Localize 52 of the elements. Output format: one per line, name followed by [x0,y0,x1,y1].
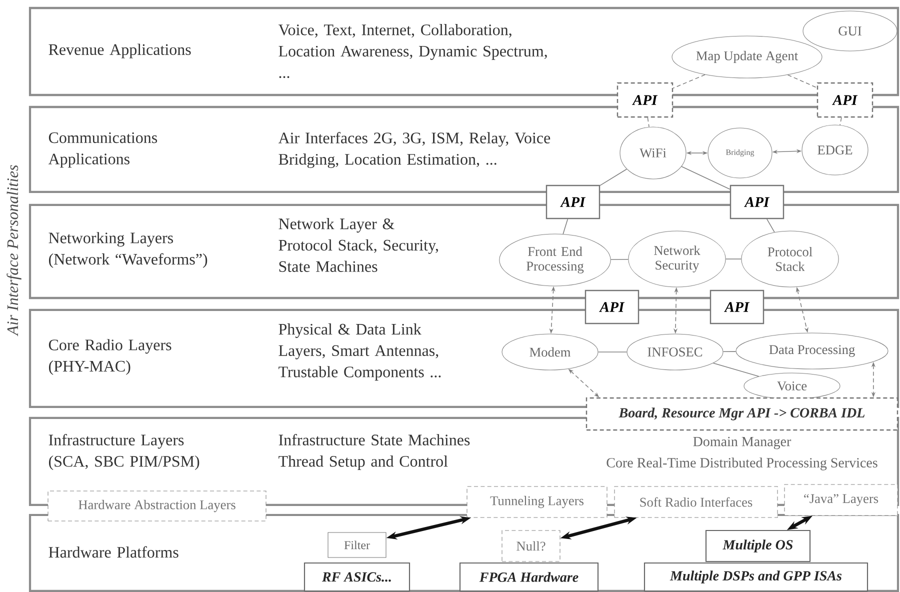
api-box: API [546,184,600,220]
hardware-box: Multiple DSPs and GPP ISAs [644,562,868,592]
connector [722,351,736,352]
service-label: Core Real-Time Distributed Processing Services [606,458,878,470]
layer-box: “Java” Layers [784,484,898,516]
connector [672,74,706,89]
api-box: API [616,82,674,118]
hardware-box: RF ASICs... [304,562,410,592]
layer-description: Infrastructure State Machines Thread Setup and Control [278,434,470,470]
layer-description: Voice, Text, Internet, Collaboration, Location Awareness, Dynamic Spectrum, ... [278,24,547,78]
node-label: GUI [838,26,862,36]
layer-description: Physical & Data Link Layers, Smart Antennas, Trustable Components ... [278,323,441,381]
connector [725,258,742,260]
api-box: API [710,290,764,324]
layer-description: Network Layer & Protocol Stack, Security, State Machines [278,218,438,272]
layer-title: Hardware Platforms [48,546,178,558]
connector [647,117,650,128]
service-label: Domain Manager [693,436,792,450]
layer-title: Infrastructure Layers (SCA, SBC PIM/PSM) [48,434,200,470]
connector [787,74,818,88]
ellipse-node: INFOSEC [626,334,724,370]
ellipse-node: Network Security [628,230,726,288]
ellipse-node: Data Processing [736,332,888,370]
connector [610,259,629,260]
ellipse-node: Protocol Stack [741,230,839,288]
api-box: API [584,290,640,324]
layer-description: Air Interfaces 2G, 3G, ISM, Relay, Voice Bridging, Location Estimation, ... [278,132,550,168]
ellipse-node: EDGE [802,124,868,176]
ellipse-node: WiFi [620,126,686,180]
ellipse-node: Map Update Agent [672,36,822,78]
connector [840,117,842,126]
ellipse-node: Voice [744,372,840,400]
vertical-label: Air Interface Personalities [6,165,22,336]
connector [562,218,568,234]
layer-title: Networking Layers (Network “Waveforms”) [48,232,208,268]
layer-title: Core Radio Layers (PHY-MAC) [48,339,172,375]
ellipse-node: Front End Processing [499,234,611,286]
layer-title: Communications Applications [48,132,158,168]
connector [600,168,628,186]
layer-box: Null? [502,530,560,562]
api-box: API [730,184,784,220]
ellipse-node: GUI [802,10,898,52]
component-box: Filter [328,532,386,558]
layer-box: Hardware Abstraction Layers [48,490,266,522]
hardware-box: Multiple OS [705,530,811,562]
ellipse-node: Modem [502,334,598,370]
api-box: API [816,82,874,118]
connector [766,218,775,233]
layer-box: Tunneling Layers [466,486,608,518]
ellipse-node: Bridging [708,128,772,178]
layer-box: Soft Radio Interfaces [614,486,778,518]
layer-title: Revenue Applications [48,44,191,58]
